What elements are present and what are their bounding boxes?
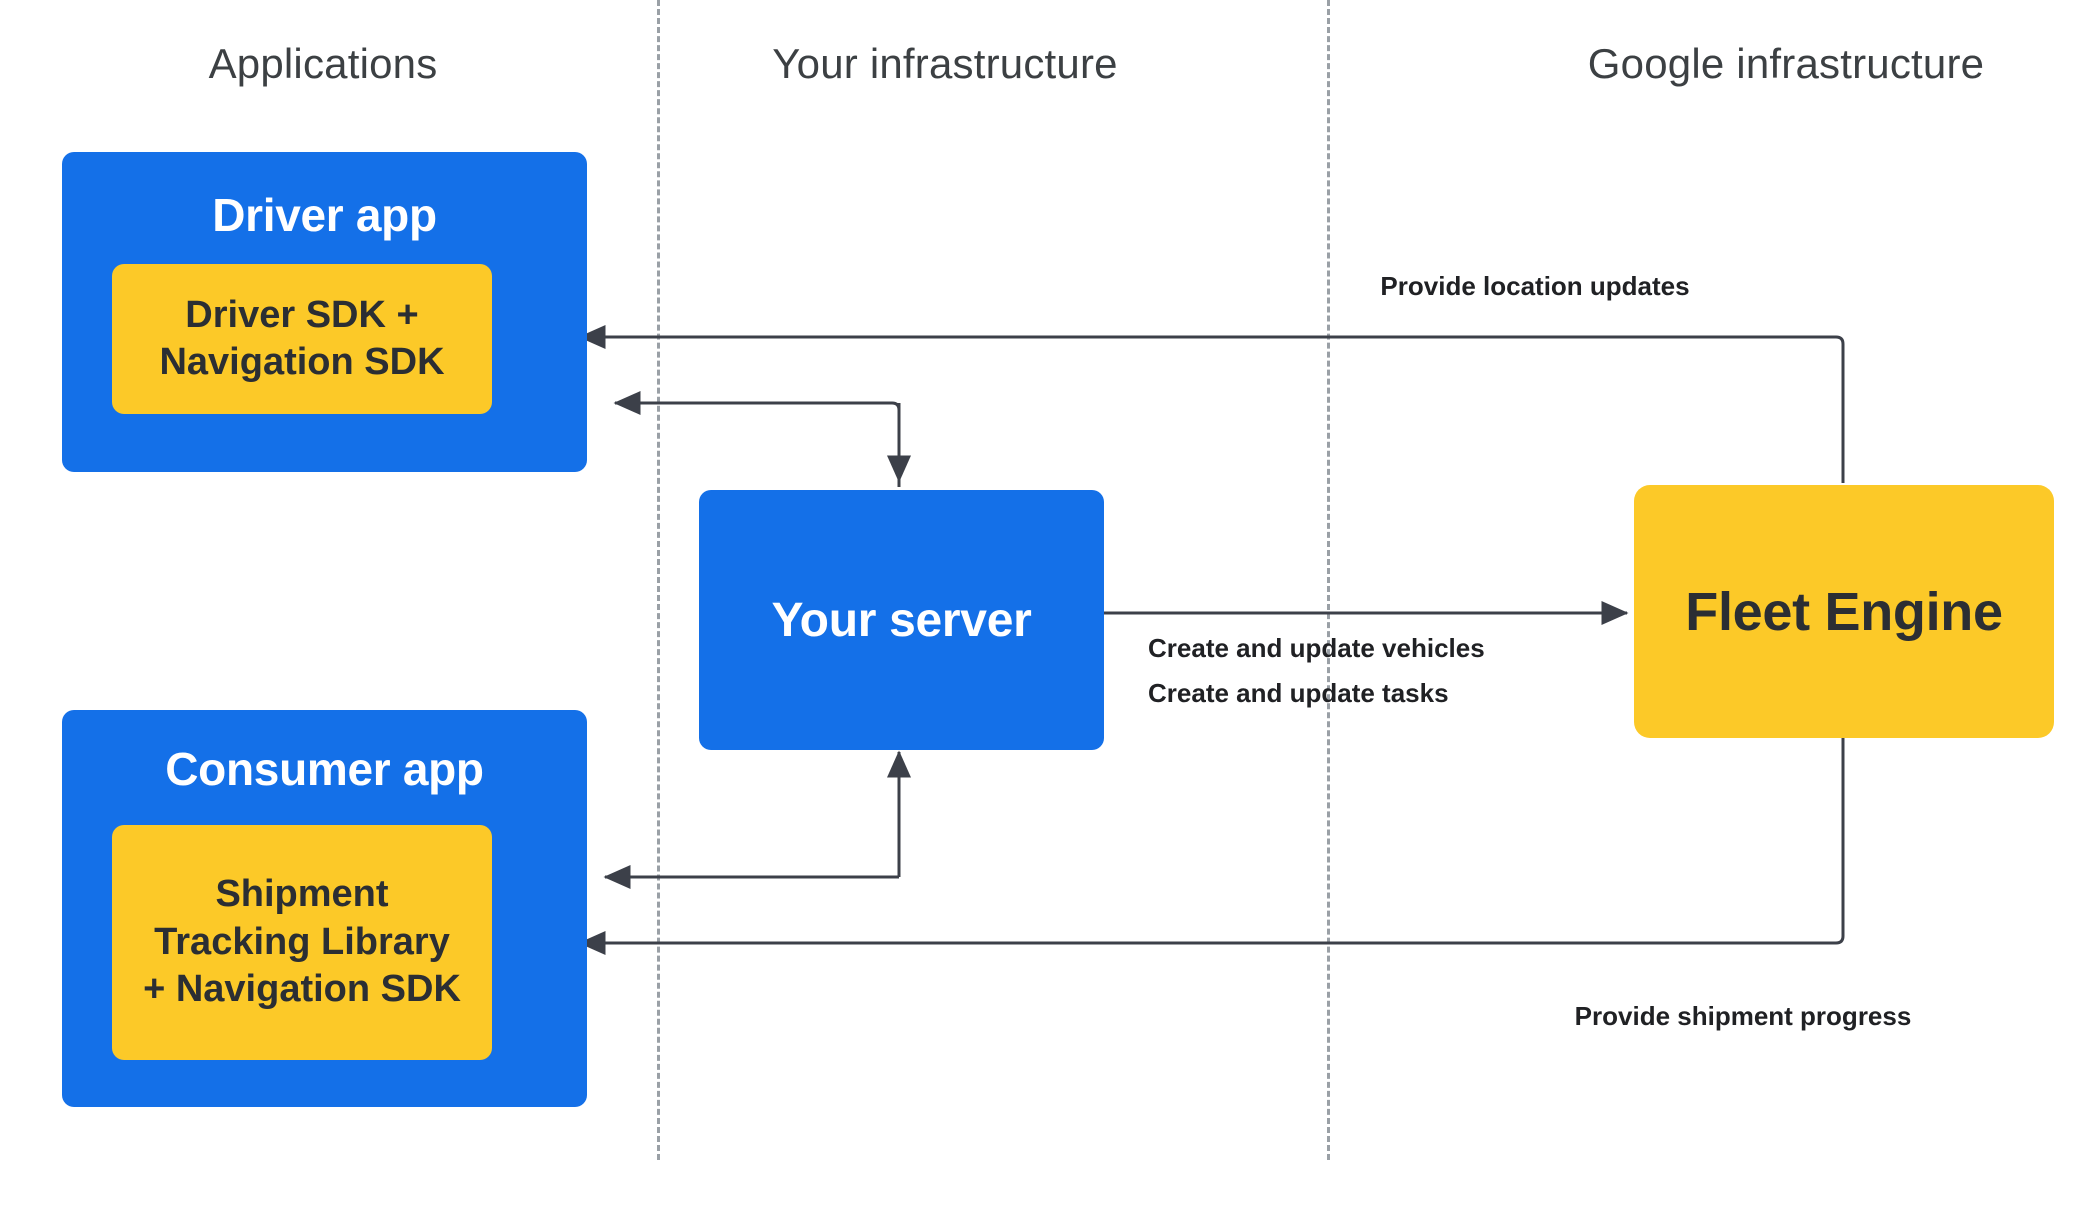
divider-infrastructure-google	[1327, 0, 1330, 1160]
node-your-server[interactable]: Your server	[699, 490, 1104, 750]
consumer-sdk-line-2: Tracking Library	[154, 920, 450, 963]
column-header-applications: Applications	[208, 40, 438, 87]
driver-app-title: Driver app	[212, 189, 437, 241]
driver-sdk-line-1: Driver SDK +	[185, 293, 419, 336]
edge-label-shipment-progress: Provide shipment progress	[1574, 1001, 1912, 1031]
column-header-your-infrastructure: Your infrastructure	[772, 40, 1118, 87]
node-shipment-tracking-library[interactable]: Shipment Tracking Library + Navigation S…	[112, 825, 492, 1060]
fleet-engine-label: Fleet Engine	[1685, 581, 2003, 642]
consumer-sdk-line-1: Shipment	[215, 873, 389, 916]
node-driver-app[interactable]: Driver app Driver SDK + Navigation SDK	[62, 152, 587, 472]
wire-shipment-progress	[578, 736, 1845, 955]
node-consumer-app[interactable]: Consumer app Shipment Tracking Library +…	[62, 710, 587, 1107]
your-server-label: Your server	[771, 593, 1032, 647]
edge-label-location-updates: Provide location updates	[1380, 271, 1690, 301]
consumer-app-title: Consumer app	[165, 743, 484, 795]
edge-label-create-update-tasks: Create and update tasks	[1148, 678, 1449, 708]
node-driver-sdk[interactable]: Driver SDK + Navigation SDK	[112, 264, 492, 414]
consumer-sdk-line-3: + Navigation SDK	[143, 968, 461, 1011]
column-header-google-infrastructure: Google infrastructure	[1587, 40, 1985, 87]
wire-location-updates	[578, 325, 1845, 483]
node-fleet-engine[interactable]: Fleet Engine	[1634, 485, 2054, 738]
edge-label-create-update-vehicles: Create and update vehicles	[1148, 633, 1485, 663]
divider-applications-infrastructure	[657, 0, 660, 1160]
driver-sdk-line-2: Navigation SDK	[159, 341, 445, 383]
